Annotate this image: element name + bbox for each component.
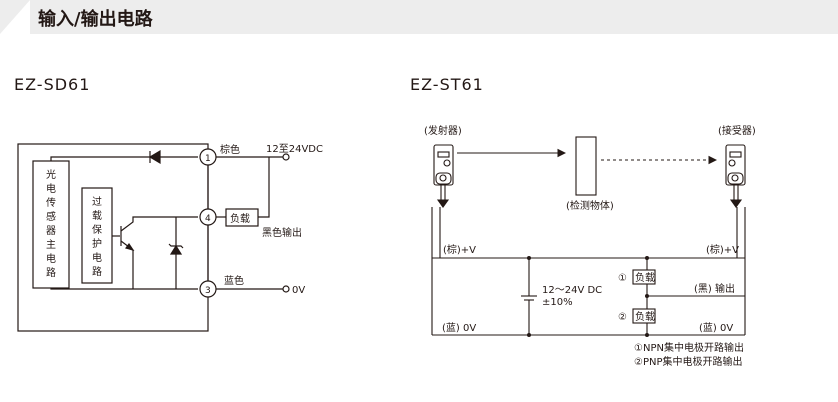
brown-plus-v-right: (棕)+V	[706, 243, 739, 256]
main-circuit-label: 光 电 传 感 器 主 电 路	[46, 168, 56, 279]
right-circuit	[431, 136, 746, 336]
blue-label: 蓝色	[224, 274, 244, 287]
load-label-left: 负载	[230, 212, 250, 225]
brown-label: 棕色	[220, 143, 240, 156]
junction-dot	[527, 333, 531, 337]
blue-zero-v-right: (蓝) 0V	[699, 322, 733, 334]
supply-terminal	[282, 153, 290, 161]
junction-dot	[645, 256, 649, 260]
emitter-sensor	[433, 144, 454, 208]
protect-circuit-char: 路	[92, 265, 102, 278]
main-circuit-char: 光	[46, 168, 56, 181]
left-model-label: EZ-SD61	[14, 75, 91, 94]
protect-circuit-char: 载	[92, 210, 102, 222]
main-circuit-char: 电	[46, 252, 56, 265]
section-header: 输入/输出电路	[0, 0, 838, 34]
supply-voltage-line2: ±10%	[542, 297, 573, 308]
main-circuit-char: 器	[46, 225, 56, 237]
zero-v-label: 0V	[292, 285, 305, 296]
left-circuit	[17, 143, 290, 332]
junction-dot	[527, 256, 531, 260]
load1-marker: ①	[618, 273, 627, 284]
wire-top	[50, 156, 198, 161]
target-label: (检测物体)	[566, 199, 614, 212]
load-box-2	[632, 308, 656, 324]
junction-dot	[645, 333, 649, 337]
load2-marker: ②	[618, 312, 627, 323]
diode-top	[148, 149, 161, 165]
npn-note: ①NPN集中电极开路输出	[634, 341, 744, 354]
transistor-collector	[120, 216, 198, 232]
pnp-note: ②PNP集中电极开路输出	[634, 355, 743, 368]
black-output-label: 黑色输出	[262, 226, 302, 239]
protect-circuit-char: 护	[92, 237, 102, 250]
emitter-label: (发射器)	[424, 124, 462, 137]
zener-bar	[168, 243, 184, 249]
zero-v-terminal	[282, 285, 290, 293]
terminal-4-label: 4	[205, 214, 211, 224]
wire-load-supply	[258, 157, 270, 218]
wire-bottom	[50, 288, 198, 290]
protect-circuit-char: 保	[92, 223, 102, 236]
main-circuit-char: 传	[46, 197, 56, 209]
black-output-label-right: (黑) 输出	[694, 282, 735, 295]
protect-circuit-label: 过 载 保 护 电 路	[92, 195, 102, 278]
main-circuit-char: 感	[46, 210, 56, 223]
protect-circuit-char: 过	[92, 195, 102, 208]
supply-voltage-label: 12至24VDC	[266, 143, 323, 155]
main-circuit-char: 路	[46, 266, 56, 279]
receiver-sensor	[725, 144, 746, 208]
junction-dot	[645, 294, 649, 298]
receiver-label: (接受器)	[718, 124, 756, 137]
zener-diode	[169, 244, 183, 255]
section-title: 输入/输出电路	[38, 9, 153, 30]
terminal-1-label: 1	[205, 154, 211, 164]
brown-plus-v-left: (棕)+V	[443, 243, 476, 256]
supply-voltage-line1: 12～24V DC	[542, 285, 602, 296]
load-box-1	[632, 269, 656, 285]
load-label-1: 负载	[635, 271, 655, 284]
terminal-3-label: 3	[205, 286, 211, 296]
target-object	[575, 136, 597, 196]
blue-zero-v-left: (蓝) 0V	[442, 322, 476, 334]
protect-circuit-char: 电	[92, 251, 102, 264]
right-model-label: EZ-ST61	[410, 75, 484, 94]
main-circuit-char: 电	[46, 182, 56, 195]
main-circuit-char: 主	[46, 239, 56, 251]
header-slash-decoration	[0, 0, 30, 34]
load-label-2: 负载	[635, 310, 655, 323]
